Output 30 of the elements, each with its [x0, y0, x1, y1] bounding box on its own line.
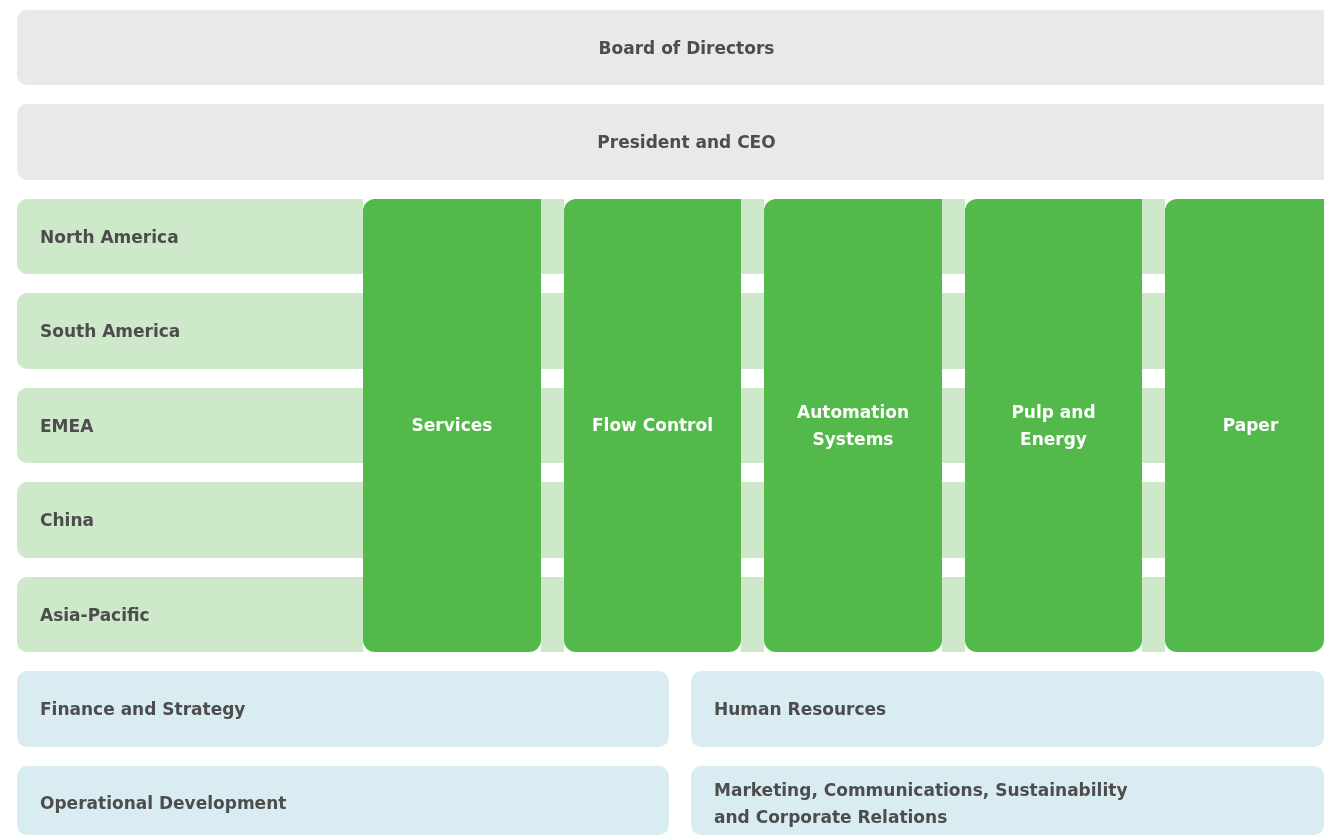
node-label: Marketing, Communications, Sustainability and Corporate Relations [714, 779, 1129, 829]
node-label: Services [411, 414, 493, 437]
division-column [1165, 199, 1324, 652]
node-label: South America [40, 321, 181, 341]
node-label: Finance and Strategy [40, 697, 246, 721]
function-box [17, 766, 669, 835]
node-label: Automation Systems [796, 400, 910, 451]
node-label: Pulp and Energy [1010, 400, 1097, 451]
node-label: Operational Development [40, 792, 287, 815]
node-label: Paper [1222, 414, 1279, 437]
region-band [17, 199, 363, 274]
region-band [17, 293, 363, 369]
region-band [17, 482, 363, 558]
node-label: North America [40, 226, 179, 247]
division-column [564, 199, 741, 652]
region-band [17, 577, 363, 652]
division-column [764, 199, 942, 652]
node-label: EMEA [40, 415, 94, 436]
node-label: Asia-Pacific [40, 604, 150, 625]
division-column [965, 199, 1142, 652]
division-column [363, 199, 541, 652]
region-band [17, 388, 363, 463]
node-label: Board of Directors [598, 37, 775, 58]
node-label: Human Resources [714, 697, 887, 721]
node-label: Flow Control [592, 414, 713, 437]
function-box [691, 671, 1324, 747]
function-box [691, 766, 1324, 835]
node-label: China [40, 510, 94, 530]
function-box [17, 671, 669, 747]
node-label: President and CEO [597, 132, 776, 152]
